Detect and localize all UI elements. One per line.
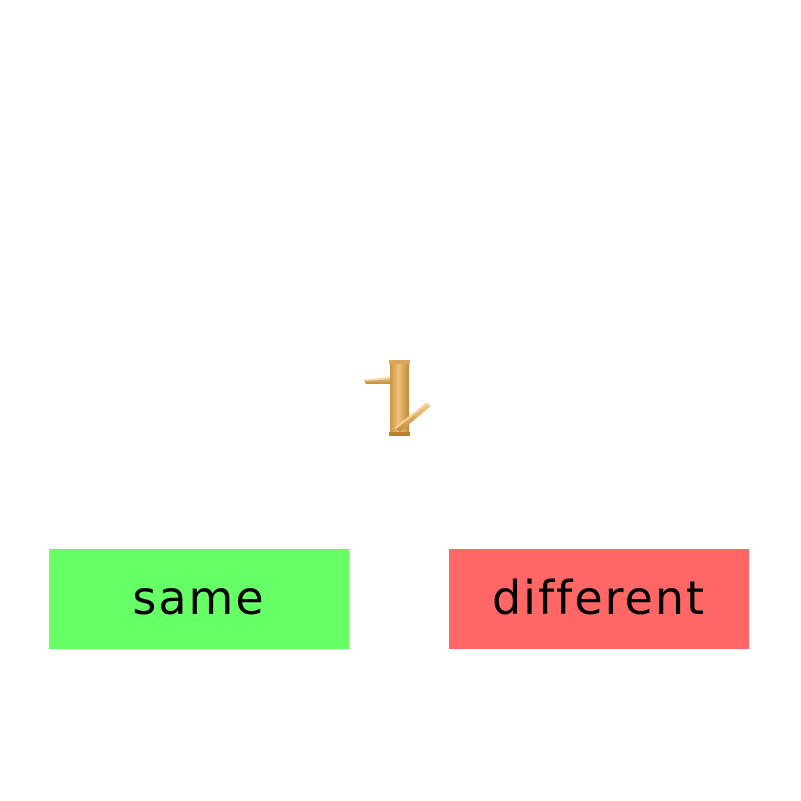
bamboo-stalk-icon <box>364 360 431 436</box>
same-button[interactable]: same <box>49 549 349 649</box>
different-button-label: different <box>491 571 707 625</box>
different-button[interactable]: different <box>449 549 749 649</box>
stimulus-figure <box>360 356 436 442</box>
same-button-label: same <box>132 571 266 625</box>
